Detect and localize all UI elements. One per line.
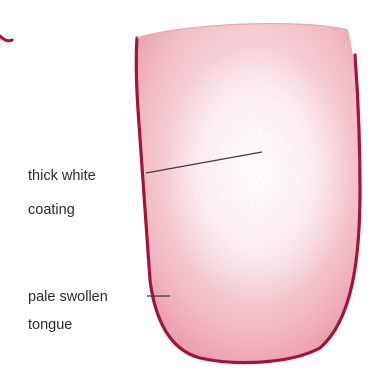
coating-label-line-2: coating <box>28 202 75 218</box>
tongue-texture <box>130 20 370 370</box>
corner-mark <box>0 36 12 41</box>
tongue-label: pale swollen tongue <box>28 289 112 333</box>
coating-label: thick white coating <box>28 168 100 218</box>
tongue-label-line-2: tongue <box>28 317 72 333</box>
coating-label-line-1: thick white <box>28 168 96 184</box>
tongue-label-line-1: pale swollen <box>28 289 108 305</box>
